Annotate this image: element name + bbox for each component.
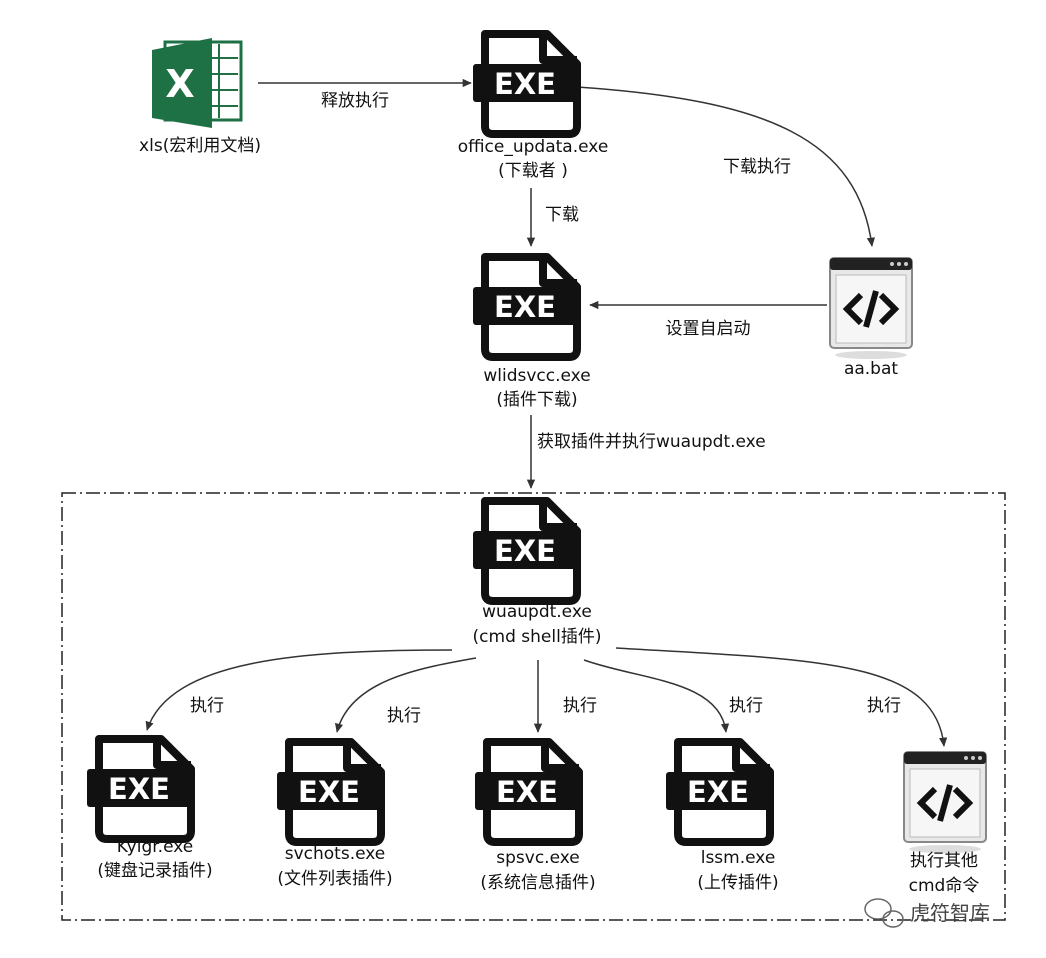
edge-download-exec-arrow (576, 86, 876, 247)
edge-label-fetch-plugin: 获取插件并执行wuaupdt.exe (537, 432, 766, 452)
node-label-other-cmd: 执行其他 (910, 851, 978, 871)
exe-file-icon (473, 501, 577, 601)
node-label-kylgr: Kylgr.exe (117, 837, 193, 857)
node-label-spsvc: spsvc.exe (496, 848, 579, 868)
node-label-office-updata: office_updata.exe (458, 137, 609, 157)
node-label-svchots: svchots.exe (285, 844, 386, 864)
node-label-wuaupdt: wuaupdt.exe (482, 602, 592, 622)
exe-file-icon (666, 742, 770, 842)
edge-exec2-arrow (334, 657, 477, 733)
edges (145, 78, 948, 747)
script-window-icon (830, 258, 912, 359)
node-sublabel-other-cmd: cmd命令 (909, 876, 980, 896)
node-label-wlidsvcc: wlidsvcc.exe (483, 366, 590, 386)
excel-file-icon: X (152, 38, 243, 128)
edge-label-release: 释放执行 (321, 91, 389, 111)
edge-label-exec5: 执行 (867, 696, 901, 716)
exe-file-icon (473, 34, 577, 134)
edge-label-exec4: 执行 (729, 696, 763, 716)
node-sublabel-wlidsvcc: (插件下载) (496, 390, 577, 410)
node-label-aa-bat: aa.bat (844, 359, 898, 379)
exe-file-icon (473, 257, 577, 357)
edge-label-exec1: 执行 (190, 696, 224, 716)
node-label-lssm: lssm.exe (701, 848, 776, 868)
watermark-text: 虎符智库 (910, 901, 990, 925)
exe-file-icon (277, 742, 381, 842)
edge-label-download-exec: 下载执行 (723, 157, 791, 177)
wechat-watermark-icon (864, 898, 904, 928)
svg-text:X: X (165, 62, 194, 106)
node-sublabel-kylgr: (键盘记录插件) (97, 861, 212, 881)
node-sublabel-lssm: (上传插件) (697, 873, 778, 893)
exe-file-icon (475, 742, 579, 842)
exe-file-icon (87, 739, 191, 839)
node-sublabel-wuaupdt: (cmd shell插件) (473, 627, 602, 647)
node-sublabel-svchots: (文件列表插件) (277, 869, 392, 889)
script-window-icon (904, 752, 986, 853)
edge-label-autostart: 设置自启动 (666, 319, 751, 339)
node-sublabel-office-updata: (下载者 ) (498, 161, 568, 181)
edge-exec4-arrow (583, 659, 730, 733)
edge-exec1-arrow (145, 649, 453, 731)
edge-label-download: 下载 (545, 205, 579, 225)
node-label-xls: xls(宏利用文档) (139, 136, 261, 156)
edge-label-exec2: 执行 (387, 706, 421, 726)
node-sublabel-spsvc: (系统信息插件) (480, 873, 595, 893)
plugin-group-boundary (61, 492, 1006, 921)
edge-label-exec3: 执行 (563, 696, 597, 716)
edge-exec5-arrow (615, 647, 948, 747)
